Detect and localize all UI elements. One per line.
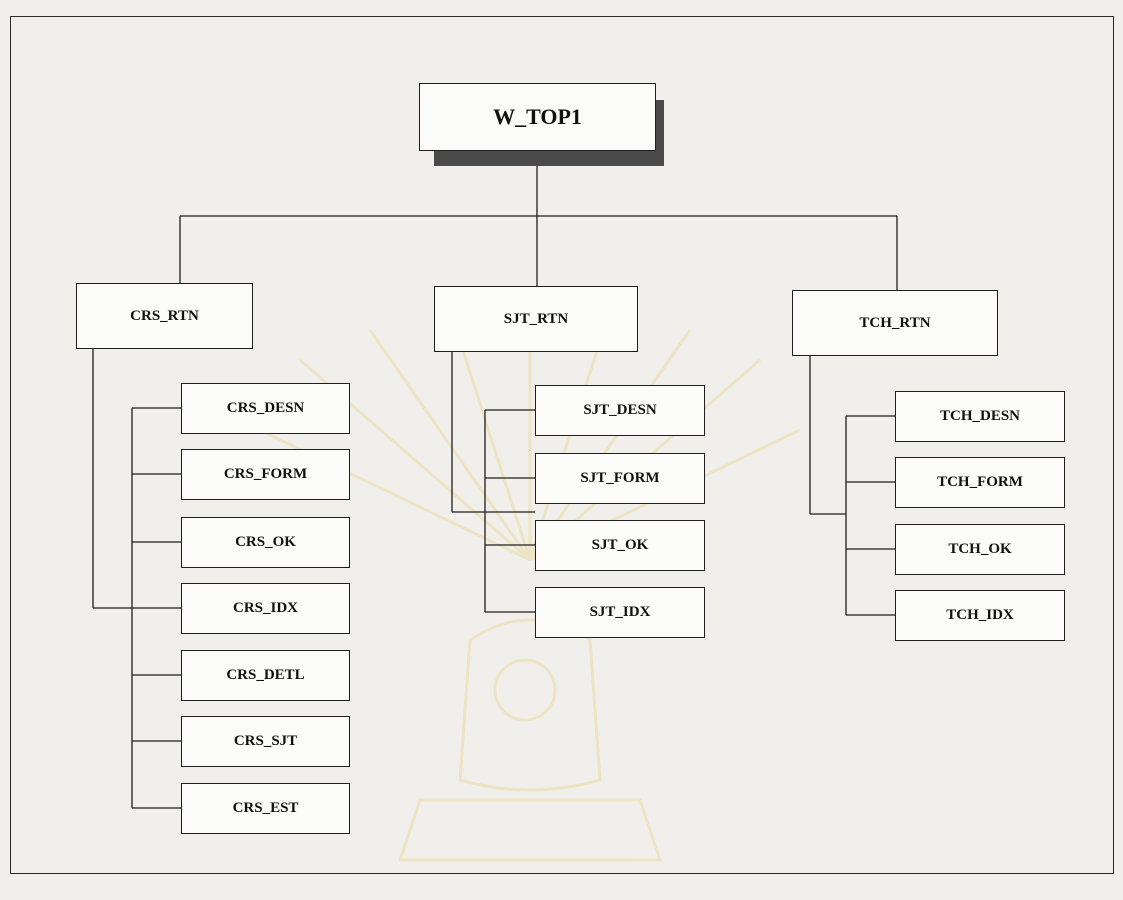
child-node-crs-sjt: CRS_SJT <box>181 716 350 767</box>
child-node-sjt-ok: SJT_OK <box>535 520 705 571</box>
child-node-crs-est: CRS_EST <box>181 783 350 834</box>
child-node-crs-idx: CRS_IDX <box>181 583 350 634</box>
child-node-sjt-desn: SJT_DESN <box>535 385 705 436</box>
child-node-tch-form: TCH_FORM <box>895 457 1065 508</box>
branch-node-crs-rtn: CRS_RTN <box>76 283 253 349</box>
child-node-crs-detl: CRS_DETL <box>181 650 350 701</box>
diagram-frame <box>10 16 1114 874</box>
branch-node-tch-rtn: TCH_RTN <box>792 290 998 356</box>
child-node-crs-form: CRS_FORM <box>181 449 350 500</box>
child-node-tch-ok: TCH_OK <box>895 524 1065 575</box>
root-node: W_TOP1 <box>419 83 656 151</box>
child-node-sjt-idx: SJT_IDX <box>535 587 705 638</box>
child-node-tch-idx: TCH_IDX <box>895 590 1065 641</box>
child-node-crs-ok: CRS_OK <box>181 517 350 568</box>
child-node-tch-desn: TCH_DESN <box>895 391 1065 442</box>
child-node-crs-desn: CRS_DESN <box>181 383 350 434</box>
child-node-sjt-form: SJT_FORM <box>535 453 705 504</box>
branch-node-sjt-rtn: SJT_RTN <box>434 286 638 352</box>
